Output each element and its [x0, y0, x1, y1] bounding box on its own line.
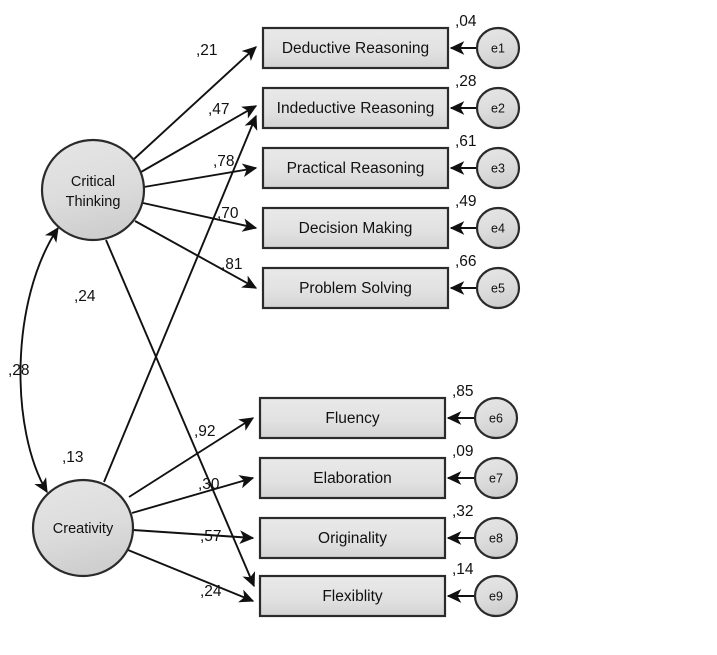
node-decision-making[interactable]: Decision Making — [261, 206, 450, 250]
node-e6[interactable]: e6 — [473, 396, 519, 440]
node-elaboration[interactable]: Elaboration — [258, 456, 447, 500]
node-label-originality: Originality — [318, 530, 387, 547]
node-originality[interactable]: Originality — [258, 516, 447, 560]
node-label-deductive-reasoning: Deductive Reasoning — [282, 40, 429, 57]
factor-label-creativity: Creativity — [53, 521, 114, 537]
node-e5[interactable]: e5 — [475, 266, 521, 310]
error-label-e4: e4 — [491, 221, 505, 235]
path-cr-flexiblity — [127, 549, 255, 603]
residual-e8: ,32 — [452, 503, 474, 520]
structural-paths — [103, 46, 258, 603]
observed-variables: Deductive Reasoning Indeductive Reasonin… — [258, 26, 450, 618]
factor-label-critical-thinking-line2: Thinking — [66, 194, 121, 210]
path-coefficient-labels: ,21 ,47 ,78 ,70 ,81 ,24 ,13 ,92 ,30 ,57 … — [62, 42, 243, 600]
coef-ct-decision-making: ,70 — [217, 205, 239, 222]
error-label-e7: e7 — [489, 471, 503, 485]
node-label-practical-reasoning: Practical Reasoning — [287, 160, 425, 177]
correlation-label-ct-cr: ,28 — [8, 362, 30, 379]
correlation-group: ,28 — [8, 226, 59, 494]
path-cr-fluency — [128, 417, 255, 498]
error-label-e8: e8 — [489, 531, 503, 545]
node-e4[interactable]: e4 — [475, 206, 521, 250]
path-ct-practical-reasoning — [143, 163, 258, 188]
residual-e9: ,14 — [452, 561, 474, 578]
node-e2[interactable]: e2 — [475, 86, 521, 130]
residual-e3: ,61 — [455, 133, 477, 150]
node-deductive-reasoning[interactable]: Deductive Reasoning — [261, 26, 450, 70]
path-ct-indeductive-reasoning — [140, 105, 258, 173]
node-label-decision-making: Decision Making — [299, 220, 413, 237]
path-cr-indeductive-reasoning — [103, 114, 258, 483]
latent-factors: Critical Thinking Creativity — [31, 138, 146, 578]
residual-e2: ,28 — [455, 73, 477, 90]
node-e3[interactable]: e3 — [475, 146, 521, 190]
coef-ct-flexiblity: ,24 — [74, 288, 96, 305]
error-label-e5: e5 — [491, 281, 505, 295]
node-e7[interactable]: e7 — [473, 456, 519, 500]
correlation-curve-ct-cr — [19, 226, 59, 494]
node-problem-solving[interactable]: Problem Solving — [261, 266, 450, 310]
node-flexiblity[interactable]: Flexiblity — [258, 574, 447, 618]
residual-labels: ,04 ,28 ,61 ,49 ,66 ,85 ,09 ,32 ,14 — [452, 13, 477, 578]
node-label-problem-solving: Problem Solving — [299, 280, 412, 297]
node-e1[interactable]: e1 — [475, 26, 521, 70]
node-indeductive-reasoning[interactable]: Indeductive Reasoning — [261, 86, 450, 130]
path-cr-elaboration — [131, 475, 255, 514]
node-label-indeductive-reasoning: Indeductive Reasoning — [277, 100, 435, 117]
node-e8[interactable]: e8 — [473, 516, 519, 560]
error-label-e3: e3 — [491, 161, 505, 175]
path-ct-problem-solving — [134, 220, 258, 289]
residual-e4: ,49 — [455, 193, 477, 210]
factor-label-critical-thinking-line1: Critical — [71, 174, 115, 190]
error-terms: e1 e2 e3 e4 e5 e6 — [473, 26, 521, 618]
error-label-e6: e6 — [489, 411, 503, 425]
error-paths — [446, 41, 476, 603]
coef-cr-indeductive-reasoning: ,13 — [62, 449, 84, 466]
node-label-fluency: Fluency — [325, 410, 380, 427]
residual-e7: ,09 — [452, 443, 474, 460]
node-e9[interactable]: e9 — [473, 574, 519, 618]
path-ct-deductive-reasoning — [132, 46, 257, 161]
error-label-e2: e2 — [491, 101, 505, 115]
error-label-e1: e1 — [491, 41, 505, 55]
coef-ct-practical-reasoning: ,78 — [213, 153, 235, 170]
coef-cr-flexiblity: ,24 — [200, 583, 222, 600]
coef-cr-originality: ,57 — [200, 528, 222, 545]
coef-cr-elaboration: ,30 — [198, 476, 220, 493]
path-ct-flexiblity — [105, 239, 256, 588]
coef-ct-problem-solving: ,81 — [221, 256, 243, 273]
node-label-flexiblity: Flexiblity — [322, 588, 383, 605]
residual-e5: ,66 — [455, 253, 477, 270]
path-cr-originality — [132, 529, 255, 544]
node-critical-thinking[interactable]: Critical Thinking — [40, 138, 146, 242]
coef-cr-fluency: ,92 — [194, 423, 216, 440]
node-label-elaboration: Elaboration — [313, 470, 391, 487]
node-practical-reasoning[interactable]: Practical Reasoning — [261, 146, 450, 190]
coef-ct-indeductive-reasoning: ,47 — [208, 101, 230, 118]
node-fluency[interactable]: Fluency — [258, 396, 447, 440]
node-creativity[interactable]: Creativity — [31, 478, 135, 578]
error-label-e9: e9 — [489, 589, 503, 603]
coef-ct-deductive-reasoning: ,21 — [196, 42, 218, 59]
path-ct-decision-making — [142, 202, 258, 232]
residual-e6: ,85 — [452, 383, 474, 400]
residual-e1: ,04 — [455, 13, 477, 30]
